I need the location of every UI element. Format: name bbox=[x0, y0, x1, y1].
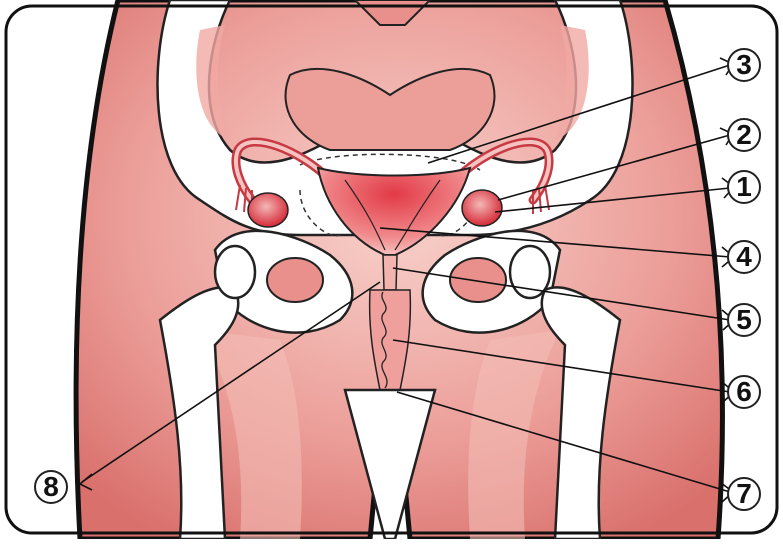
right-ovary bbox=[462, 190, 502, 226]
label-2: 2 bbox=[727, 118, 761, 152]
label-6: 6 bbox=[727, 375, 761, 409]
label-8: 8 bbox=[34, 470, 68, 504]
label-3: 3 bbox=[727, 48, 761, 82]
left-ovary bbox=[248, 193, 288, 227]
label-7: 7 bbox=[727, 477, 761, 511]
label-5: 5 bbox=[727, 303, 761, 337]
label-4: 4 bbox=[727, 240, 761, 274]
cervix bbox=[383, 255, 397, 290]
label-1: 1 bbox=[727, 170, 761, 204]
